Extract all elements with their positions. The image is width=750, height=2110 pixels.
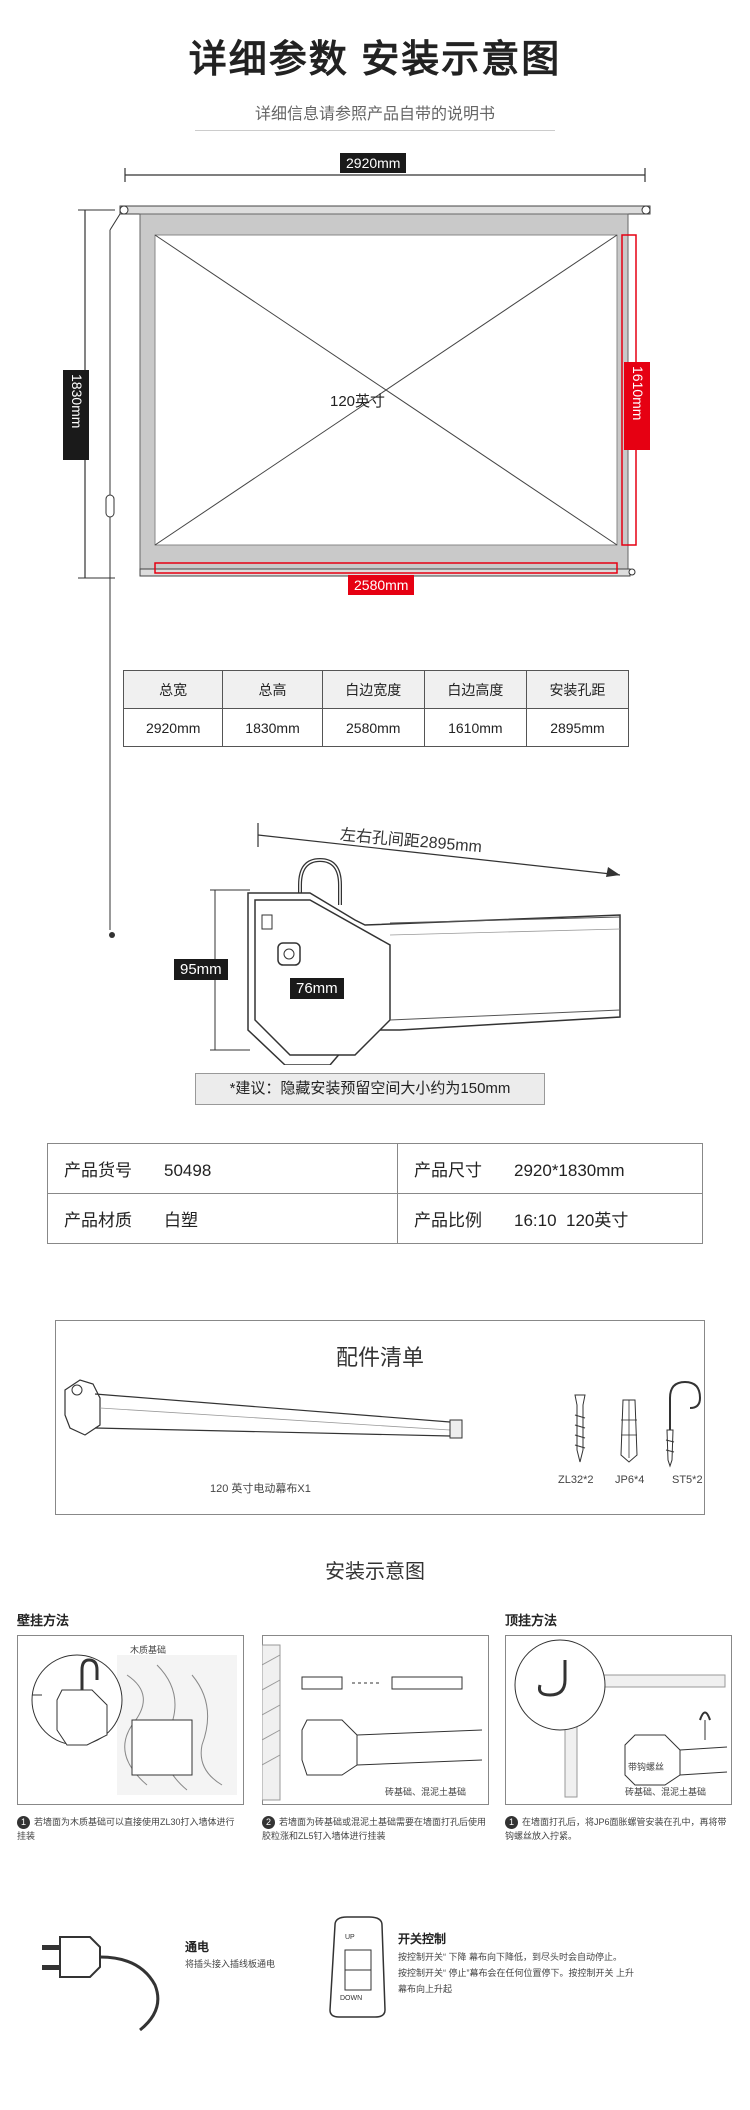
- housing-width-label: 76mm: [290, 978, 344, 999]
- accessories-box: [55, 1320, 705, 1515]
- spec-value: 2895mm: [525, 708, 630, 747]
- screen-accessory-label: 120 英寸电动幕布X1: [210, 1483, 311, 1495]
- hole-distance-line: [257, 834, 621, 876]
- wall-switch-icon: [329, 1916, 386, 2018]
- installation-title: 安装示意图: [325, 1561, 425, 1583]
- ratio-value: 16:10 120英寸: [514, 1211, 629, 1230]
- brick-base-label: 砖基础、混泥土基础: [385, 1787, 467, 1797]
- hook-screw-icon: [665, 1380, 702, 1468]
- switch-down-label: DOWN: [340, 1995, 363, 2002]
- accessories-title: 配件清单: [335, 1345, 424, 1370]
- material-value: 白塑: [164, 1211, 198, 1230]
- spec-value: 2580mm: [321, 708, 425, 747]
- ceiling-illustration: [514, 1639, 728, 1798]
- switch-line3: 幕布向上升起: [398, 1984, 453, 1994]
- top-roller-bar: [119, 205, 651, 215]
- switch-line2: 按控制开关“ 停止”幕布会在任何位置停下。按控制开关 上升: [398, 1968, 634, 1978]
- border-width-marker: [154, 562, 618, 574]
- product-info-table: 产品货号 50498 产品尺寸 2920*1830mm 产品材质 白塑 产品比例 16:…: [47, 1143, 703, 1244]
- spec-value: 1830mm: [222, 708, 323, 747]
- spec-header: 白边高度: [423, 670, 527, 709]
- spec-value: 2920mm: [122, 708, 224, 747]
- accessory-label-zl32: ZL32*2: [558, 1474, 594, 1486]
- install-panel-ceiling: [505, 1635, 732, 1805]
- power-title: 通电: [185, 1940, 210, 1954]
- page-title: 详细参数 安装示意图: [188, 39, 562, 81]
- switch-line1: 按控制开关“ 下降 幕布向下降低，到尽头时会自动停止。: [398, 1952, 622, 1962]
- info-row: 产品货号 50498 产品尺寸 2920*1830mm: [47, 1143, 703, 1194]
- wood-base-label: 木质基础: [130, 1645, 167, 1655]
- page-subtitle: 详细信息请参照产品自带的说明书: [254, 106, 495, 123]
- info-cell: 产品货号 50498: [47, 1143, 398, 1194]
- spec-header: 安装孔距: [525, 670, 630, 709]
- border-width-label: 2580mm: [348, 575, 415, 595]
- switch-title: 开关控制: [398, 1932, 447, 1946]
- item-no-label: 产品货号: [64, 1161, 132, 1180]
- housing-cross-section: [210, 823, 621, 1065]
- ratio-label: 产品比例: [414, 1211, 482, 1230]
- spec-header: 总高: [222, 670, 323, 709]
- spec-table-header-row: 总宽 总高 白边宽度 白边高度 安装孔距: [122, 670, 630, 709]
- hidden-install-note: *建议：隐藏安装预留空间大小约为150mm: [195, 1073, 545, 1105]
- total-width-label: 2920mm: [340, 153, 407, 173]
- info-cell: 产品尺寸 2920*1830mm: [397, 1143, 703, 1194]
- switch-up-label: UP: [345, 1934, 355, 1941]
- hook-screw-label: 带钩螺丝: [628, 1762, 665, 1772]
- accessory-label-st5: ST5*2: [672, 1474, 703, 1486]
- size-label: 产品尺寸: [414, 1161, 482, 1180]
- ceiling-base-label: 砖基础、混泥土基础: [625, 1787, 707, 1797]
- info-cell: 产品材质 白塑: [47, 1193, 398, 1244]
- spec-header: 总宽: [122, 670, 224, 709]
- screen-size-label: 120英寸: [330, 393, 386, 410]
- power-plug-icon: [42, 1936, 160, 2032]
- spec-table-value-row: 2920mm 1830mm 2580mm 1610mm 2895mm: [122, 708, 630, 747]
- wall-mount-title: 壁挂方法: [17, 1613, 70, 1628]
- accessory-label-jp6: JP6*4: [615, 1474, 645, 1486]
- wood-wall-illustration: [31, 1654, 237, 1795]
- material-label: 产品材质: [64, 1211, 132, 1230]
- brick-wall-illustration: [262, 1644, 483, 1801]
- power-desc: 将插头接入插线板通电: [185, 1959, 276, 1969]
- install-panel-wood: [17, 1635, 244, 1805]
- wall-anchor-icon: [620, 1399, 638, 1463]
- housing-height-label: 95mm: [174, 959, 228, 980]
- spec-value: 1610mm: [423, 708, 527, 747]
- info-row: 产品材质 白塑 产品比例 16:10 120英寸: [47, 1193, 703, 1244]
- border-height-label: 1610mm: [624, 362, 650, 450]
- spec-table: 总宽 总高 白边宽度 白边高度 安装孔距 2920mm 1830mm 2580m…: [122, 670, 630, 747]
- screen-tube: [94, 1393, 451, 1423]
- info-cell: 产品比例 16:10 120英寸: [397, 1193, 703, 1244]
- total-height-label: 1830mm: [63, 370, 89, 460]
- spec-header: 白边宽度: [321, 670, 425, 709]
- item-no-value: 50498: [164, 1161, 212, 1180]
- accessories-illustration: [64, 1379, 702, 1468]
- screw-icon: [574, 1394, 586, 1463]
- size-value: 2920*1830mm: [514, 1161, 625, 1180]
- ceiling-mount-title: 顶挂方法: [505, 1613, 558, 1628]
- screen-tube-end: [64, 1379, 101, 1436]
- divider: [195, 130, 555, 131]
